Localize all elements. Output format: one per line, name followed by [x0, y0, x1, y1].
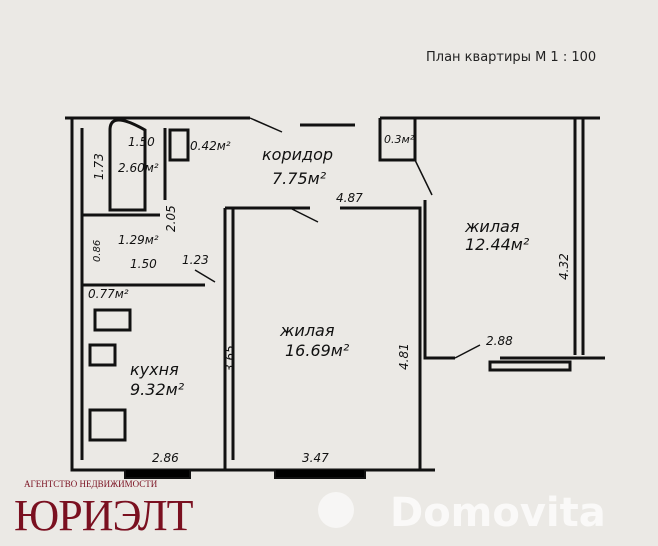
dim-4-81: 4.81: [397, 343, 411, 370]
living1-area: 16.69м²: [285, 341, 350, 360]
watermark-logo-icon: [318, 492, 354, 528]
small-labels: 2.60м² 1.29м² 0.42м² 0.3м² 0.77м² 1.50 1…: [88, 133, 571, 465]
plan-title: План квартиры М 1 : 100: [426, 50, 597, 65]
kitchen-area: 9.32м²: [130, 380, 185, 399]
dim-2-86: 2.86: [152, 451, 179, 465]
living1-name: жилая: [279, 321, 335, 340]
dim-2-88: 2.88: [486, 334, 513, 348]
dim-1-73: 1.73: [92, 153, 106, 180]
living2-name: жилая: [464, 217, 520, 236]
dim-3-65: 3.65: [223, 345, 237, 372]
bath-area: 2.60м²: [118, 161, 159, 175]
dim-1-50-bottom: 1.50: [130, 257, 157, 271]
watermark: Domovita: [390, 490, 606, 536]
dim-1-50-top: 1.50: [128, 135, 155, 149]
dim-2-05: 2.05: [164, 205, 178, 232]
closet2-area: 0.3м²: [384, 133, 415, 146]
agency-tagline: АГЕНТСТВО НЕДВИЖИМОСТИ: [24, 479, 158, 489]
dim-4-32: 4.32: [557, 253, 571, 280]
closet3-area: 0.77м²: [88, 287, 129, 301]
dim-0-86: 0.86: [92, 240, 103, 262]
agency-logo: ЮРИЭЛТ: [14, 491, 193, 540]
room-labels: коридор 7.75м² жилая 16.69м² жилая 12.44…: [130, 145, 530, 399]
kitchen-name: кухня: [130, 360, 179, 379]
living2-area: 12.44м²: [465, 235, 530, 254]
door-swings: [194, 117, 481, 359]
windows: [124, 470, 366, 479]
corridor-area: 7.75м²: [272, 169, 327, 188]
wc-area: 1.29м²: [118, 233, 159, 247]
closet1-area: 0.42м²: [190, 139, 231, 153]
dim-3-47: 3.47: [302, 451, 329, 465]
corridor-name: коридор: [262, 145, 333, 164]
dim-4-87: 4.87: [336, 191, 363, 205]
dim-1-23: 1.23: [182, 253, 209, 267]
